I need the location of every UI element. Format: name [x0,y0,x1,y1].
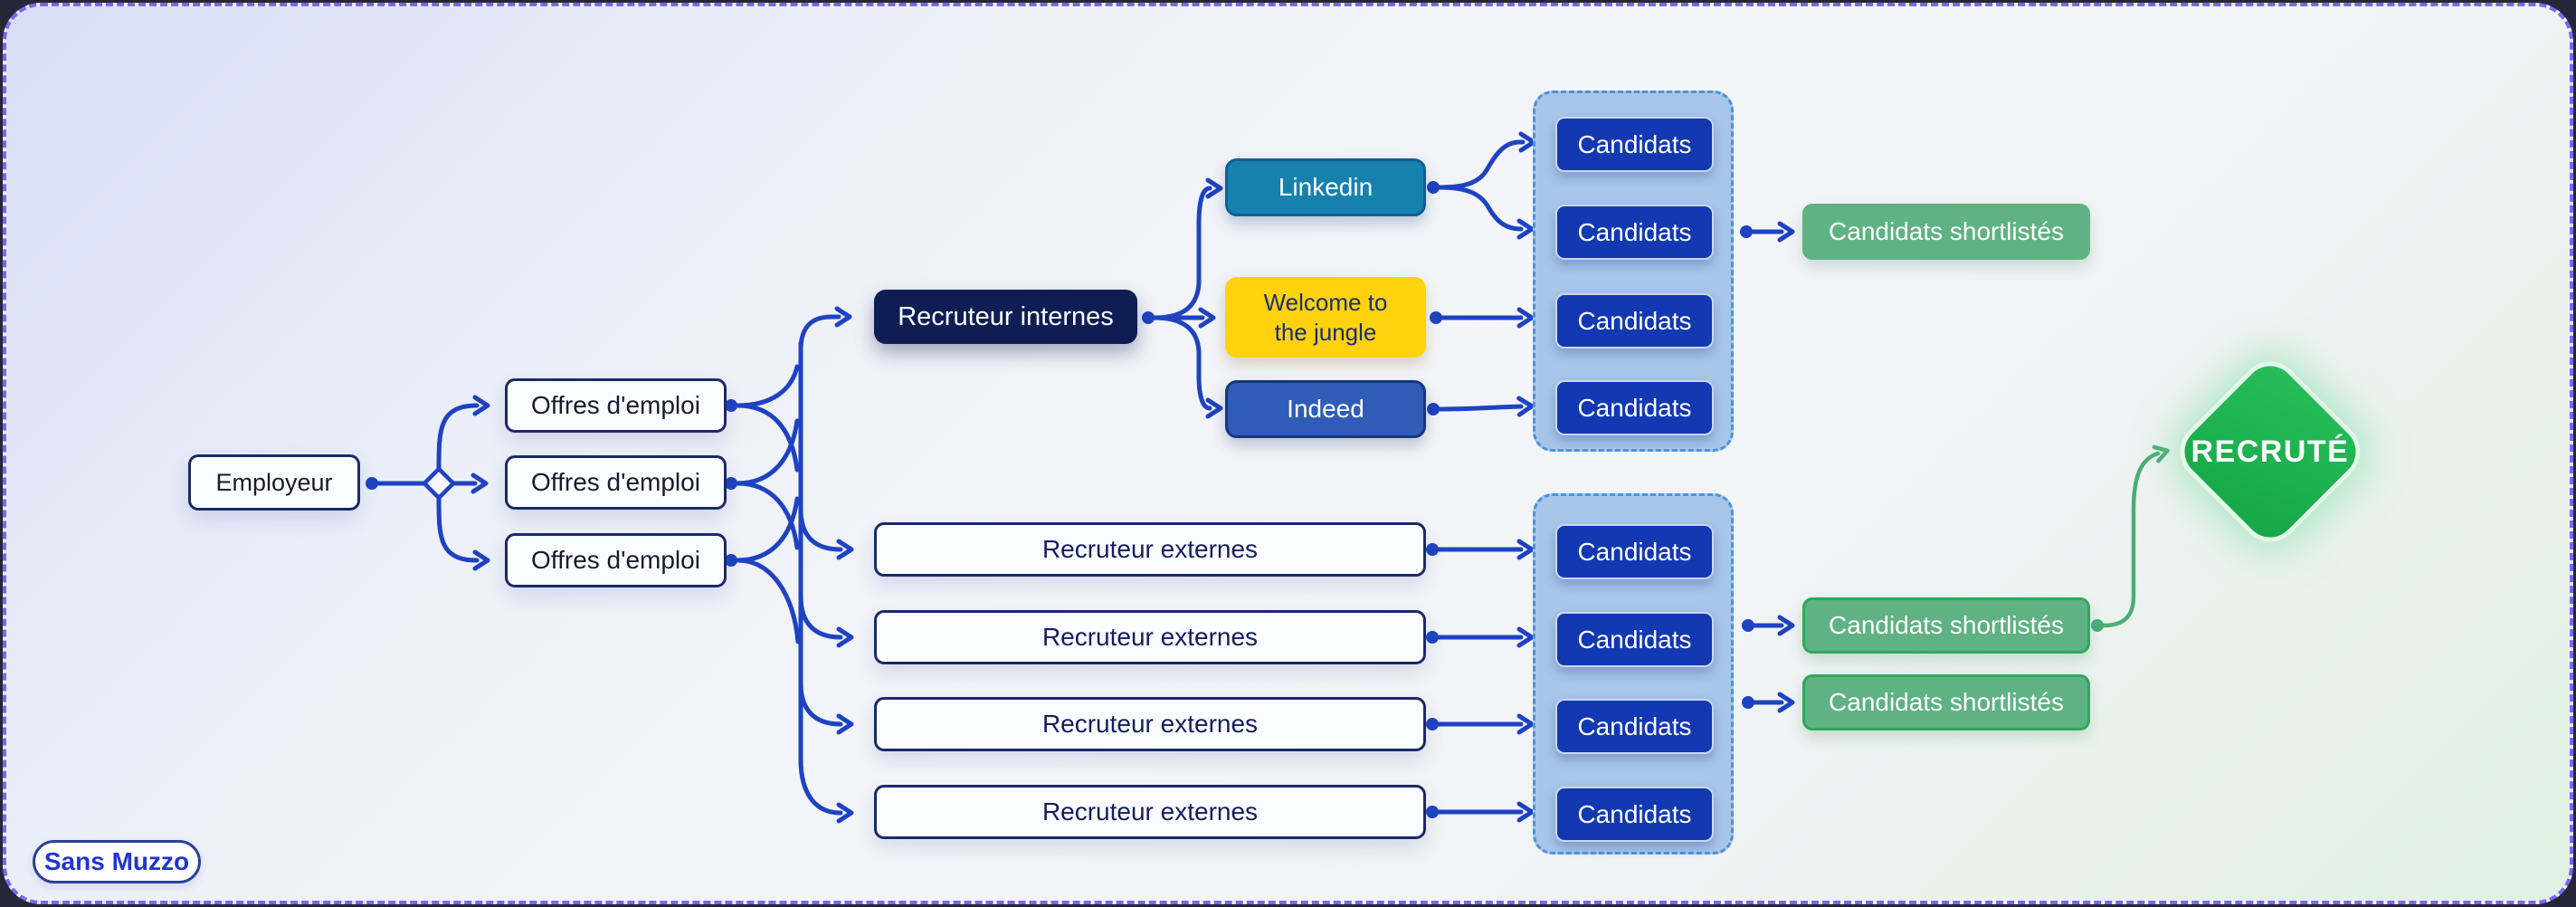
node-candidat-externe-3: Candidats [1555,699,1714,754]
node-employeur-label: Employeur [215,468,333,496]
node-offre-emploi-3: Offres d'emploi [505,533,727,587]
node-candidat-interne-4: Candidats [1555,380,1714,435]
node-candidat-externe-4-label: Candidats [1577,799,1692,828]
node-recruteur-externe-1-label: Recruteur externes [1041,535,1259,563]
node-candidats-shortlistes-3-label: Candidats shortlistés [1829,688,2064,716]
node-candidats-shortlistes-2: Candidats shortlistés [1802,597,2090,654]
node-recruteur-externe-1: Recruteur externes [874,522,1426,577]
node-recruteur-internes-label: Recruteur internes [898,301,1114,331]
node-offre-emploi-2: Offres d'emploi [505,455,727,510]
sans-muzzo-badge-label: Sans Muzzo [43,847,190,875]
node-candidat-interne-1: Candidats [1555,117,1714,172]
node-candidats-shortlistes-1-label: Candidats shortlistés [1829,217,2064,245]
node-candidats-shortlistes-3: Candidats shortlistés [1802,674,2090,730]
node-recruteur-externe-4-label: Recruteur externes [1041,797,1259,826]
node-candidat-externe-1-label: Candidats [1577,537,1692,566]
node-employeur: Employeur [188,454,360,511]
node-recrute-label: RECRUTÉ [2191,434,2350,469]
node-candidat-interne-2: Candidats [1555,205,1714,260]
node-candidat-interne-3-label: Candidats [1577,306,1692,335]
node-candidat-externe-2: Candidats [1555,612,1714,667]
sans-muzzo-badge[interactable]: Sans Muzzo [33,840,201,883]
node-recruteur-externe-2: Recruteur externes [874,610,1426,664]
node-candidat-externe-2-label: Candidats [1577,625,1692,654]
node-offre-emploi-2-label: Offres d'emploi [531,468,700,496]
diagram-canvas: Employeur Offres d'emploi Offres d'emplo… [3,3,2573,904]
connector-lines [366,131,2170,824]
node-recruteur-externe-3: Recruteur externes [874,697,1426,751]
node-recruteur-externe-3-label: Recruteur externes [1041,710,1259,738]
node-candidat-interne-4-label: Candidats [1577,393,1692,422]
node-candidat-interne-3: Candidats [1555,293,1714,348]
node-offre-emploi-3-label: Offres d'emploi [531,546,700,574]
node-recruteur-externe-2-label: Recruteur externes [1041,623,1259,651]
node-welcome-to-the-jungle: Welcome to the jungle [1225,277,1426,358]
node-welcome-to-the-jungle-label: Welcome to the jungle [1263,289,1388,346]
node-candidat-interne-2-label: Candidats [1577,217,1692,246]
node-candidat-externe-1: Candidats [1555,524,1714,579]
node-offre-emploi-1-label: Offres d'emploi [531,391,700,419]
node-indeed-label: Indeed [1287,395,1364,423]
group-candidats-internes: Candidats Candidats Candidats Candidats [1533,91,1734,452]
node-offre-emploi-1: Offres d'emploi [505,378,727,433]
group-candidats-externes: Candidats Candidats Candidats Candidats [1533,493,1734,854]
node-candidats-shortlistes-1: Candidats shortlistés [1802,204,2090,260]
node-candidat-interne-1-label: Candidats [1577,129,1692,158]
node-candidat-externe-3-label: Candidats [1577,711,1692,740]
node-recruteur-internes: Recruteur internes [874,290,1137,344]
node-linkedin: Linkedin [1225,158,1426,216]
node-linkedin-label: Linkedin [1278,173,1374,201]
node-indeed: Indeed [1225,380,1426,438]
node-candidats-shortlistes-2-label: Candidats shortlistés [1829,611,2064,639]
node-candidat-externe-4: Candidats [1555,787,1714,842]
node-recruteur-externe-4: Recruteur externes [874,785,1426,839]
